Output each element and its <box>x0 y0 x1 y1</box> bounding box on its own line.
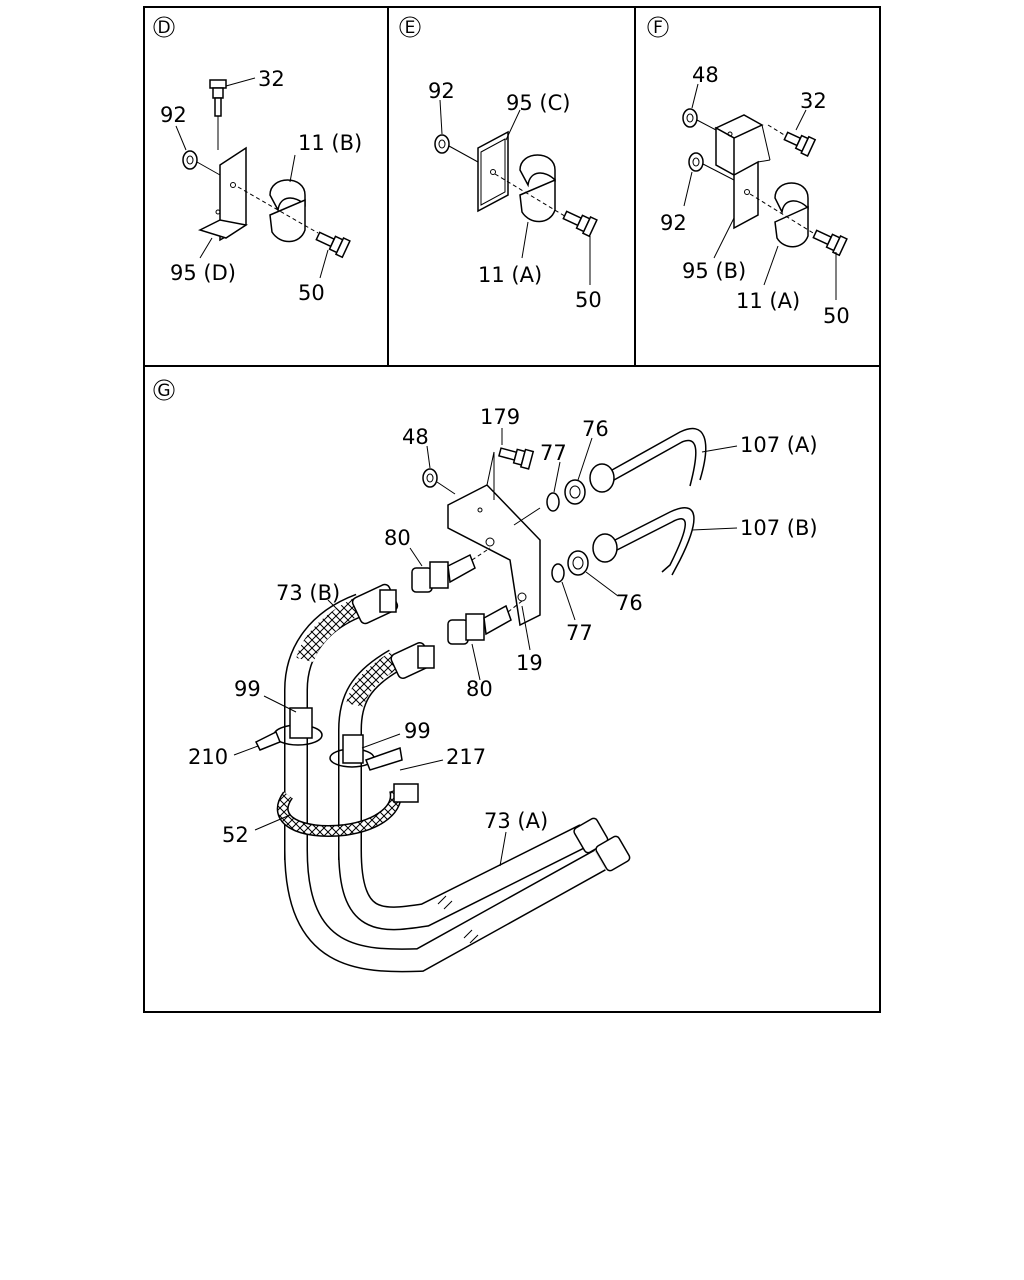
washer-77-bottom-icon <box>551 563 565 583</box>
label-77-bottom: 77 <box>566 621 593 645</box>
label-11a: 11 (A) <box>478 263 542 287</box>
clip-11b-icon <box>237 179 319 243</box>
label-95d: 95 (D) <box>170 261 236 285</box>
bracket-95b-icon <box>714 114 771 230</box>
panel-d-marker-text: D <box>157 18 170 38</box>
label-99-right: 99 <box>404 719 431 743</box>
clamp-99-left-icon <box>273 707 323 746</box>
hose-73b-icon <box>284 583 435 860</box>
label-76-top: 76 <box>582 417 609 441</box>
nut-92-icon <box>688 152 735 181</box>
union-80-bottom-icon <box>447 600 523 645</box>
nut-76-top-icon <box>564 479 586 505</box>
label-95c: 95 (C) <box>506 91 570 115</box>
clip-11a-icon <box>494 154 569 223</box>
union-80-top-icon <box>411 547 491 593</box>
label-107b: 107 (B) <box>740 516 818 540</box>
nut-48-icon <box>682 108 717 131</box>
plate-95c-icon <box>477 130 509 213</box>
panel-d: D <box>153 16 362 305</box>
pipe-107a-icon <box>589 427 707 493</box>
label-73a: 73 (A) <box>484 809 548 833</box>
label-52: 52 <box>222 823 249 847</box>
label-76-bottom: 76 <box>616 591 643 615</box>
label-50: 50 <box>823 304 850 328</box>
panel-f: F <box>647 16 850 328</box>
label-73b: 73 (B) <box>276 581 340 605</box>
panel-g: G <box>153 379 818 973</box>
label-32: 32 <box>800 89 827 113</box>
label-179: 179 <box>480 405 520 429</box>
bracket-19-icon <box>447 451 541 627</box>
panel-f-marker-text: F <box>653 18 663 38</box>
nut-92-icon <box>182 150 221 176</box>
bolt-50-icon <box>315 231 351 259</box>
label-95b: 95 (B) <box>682 259 746 283</box>
nut-76-bottom-icon <box>567 550 589 576</box>
label-80-bottom: 80 <box>466 677 493 701</box>
clip-11a-icon <box>749 182 819 248</box>
hose-73a-icon <box>284 817 631 973</box>
bolt-179-icon <box>498 447 535 470</box>
label-80-top: 80 <box>384 526 411 550</box>
panel-e: E 92 95 (C) 11 (A) 50 <box>399 16 602 312</box>
label-11b: 11 (B) <box>298 131 362 155</box>
tie-217-icon <box>365 746 403 771</box>
diagram-frame <box>143 6 881 1013</box>
label-92: 92 <box>160 103 187 127</box>
label-48: 48 <box>692 63 719 87</box>
label-50: 50 <box>298 281 325 305</box>
label-107a: 107 (A) <box>740 433 818 457</box>
bolt-50-icon <box>812 229 848 257</box>
bolt-32-icon <box>209 79 227 150</box>
label-92: 92 <box>660 211 687 235</box>
label-77-top: 77 <box>540 441 567 465</box>
panel-g-marker-text: G <box>157 381 170 401</box>
label-99-left: 99 <box>234 677 261 701</box>
nut-92-icon <box>434 134 479 163</box>
nut-48-icon <box>422 468 456 495</box>
panel-f-marker: F <box>647 16 669 38</box>
label-48: 48 <box>402 425 429 449</box>
bolt-32-icon <box>783 131 817 157</box>
label-50: 50 <box>575 288 602 312</box>
label-11a: 11 (A) <box>736 289 800 313</box>
panel-d-marker: D <box>153 16 175 38</box>
panel-g-marker: G <box>153 379 175 401</box>
label-217: 217 <box>446 745 486 769</box>
pipe-107b-icon <box>592 507 695 576</box>
panel-e-marker: E <box>399 16 421 38</box>
band-52-icon <box>276 783 419 837</box>
label-32: 32 <box>258 67 285 91</box>
tie-210-icon <box>254 730 281 751</box>
label-210: 210 <box>188 745 228 769</box>
bolt-50-icon <box>562 210 598 238</box>
washer-77-top-icon <box>513 492 560 526</box>
label-92: 92 <box>428 79 455 103</box>
panel-e-marker-text: E <box>405 18 416 38</box>
label-19: 19 <box>516 651 543 675</box>
bracket-95d-icon <box>197 146 248 242</box>
